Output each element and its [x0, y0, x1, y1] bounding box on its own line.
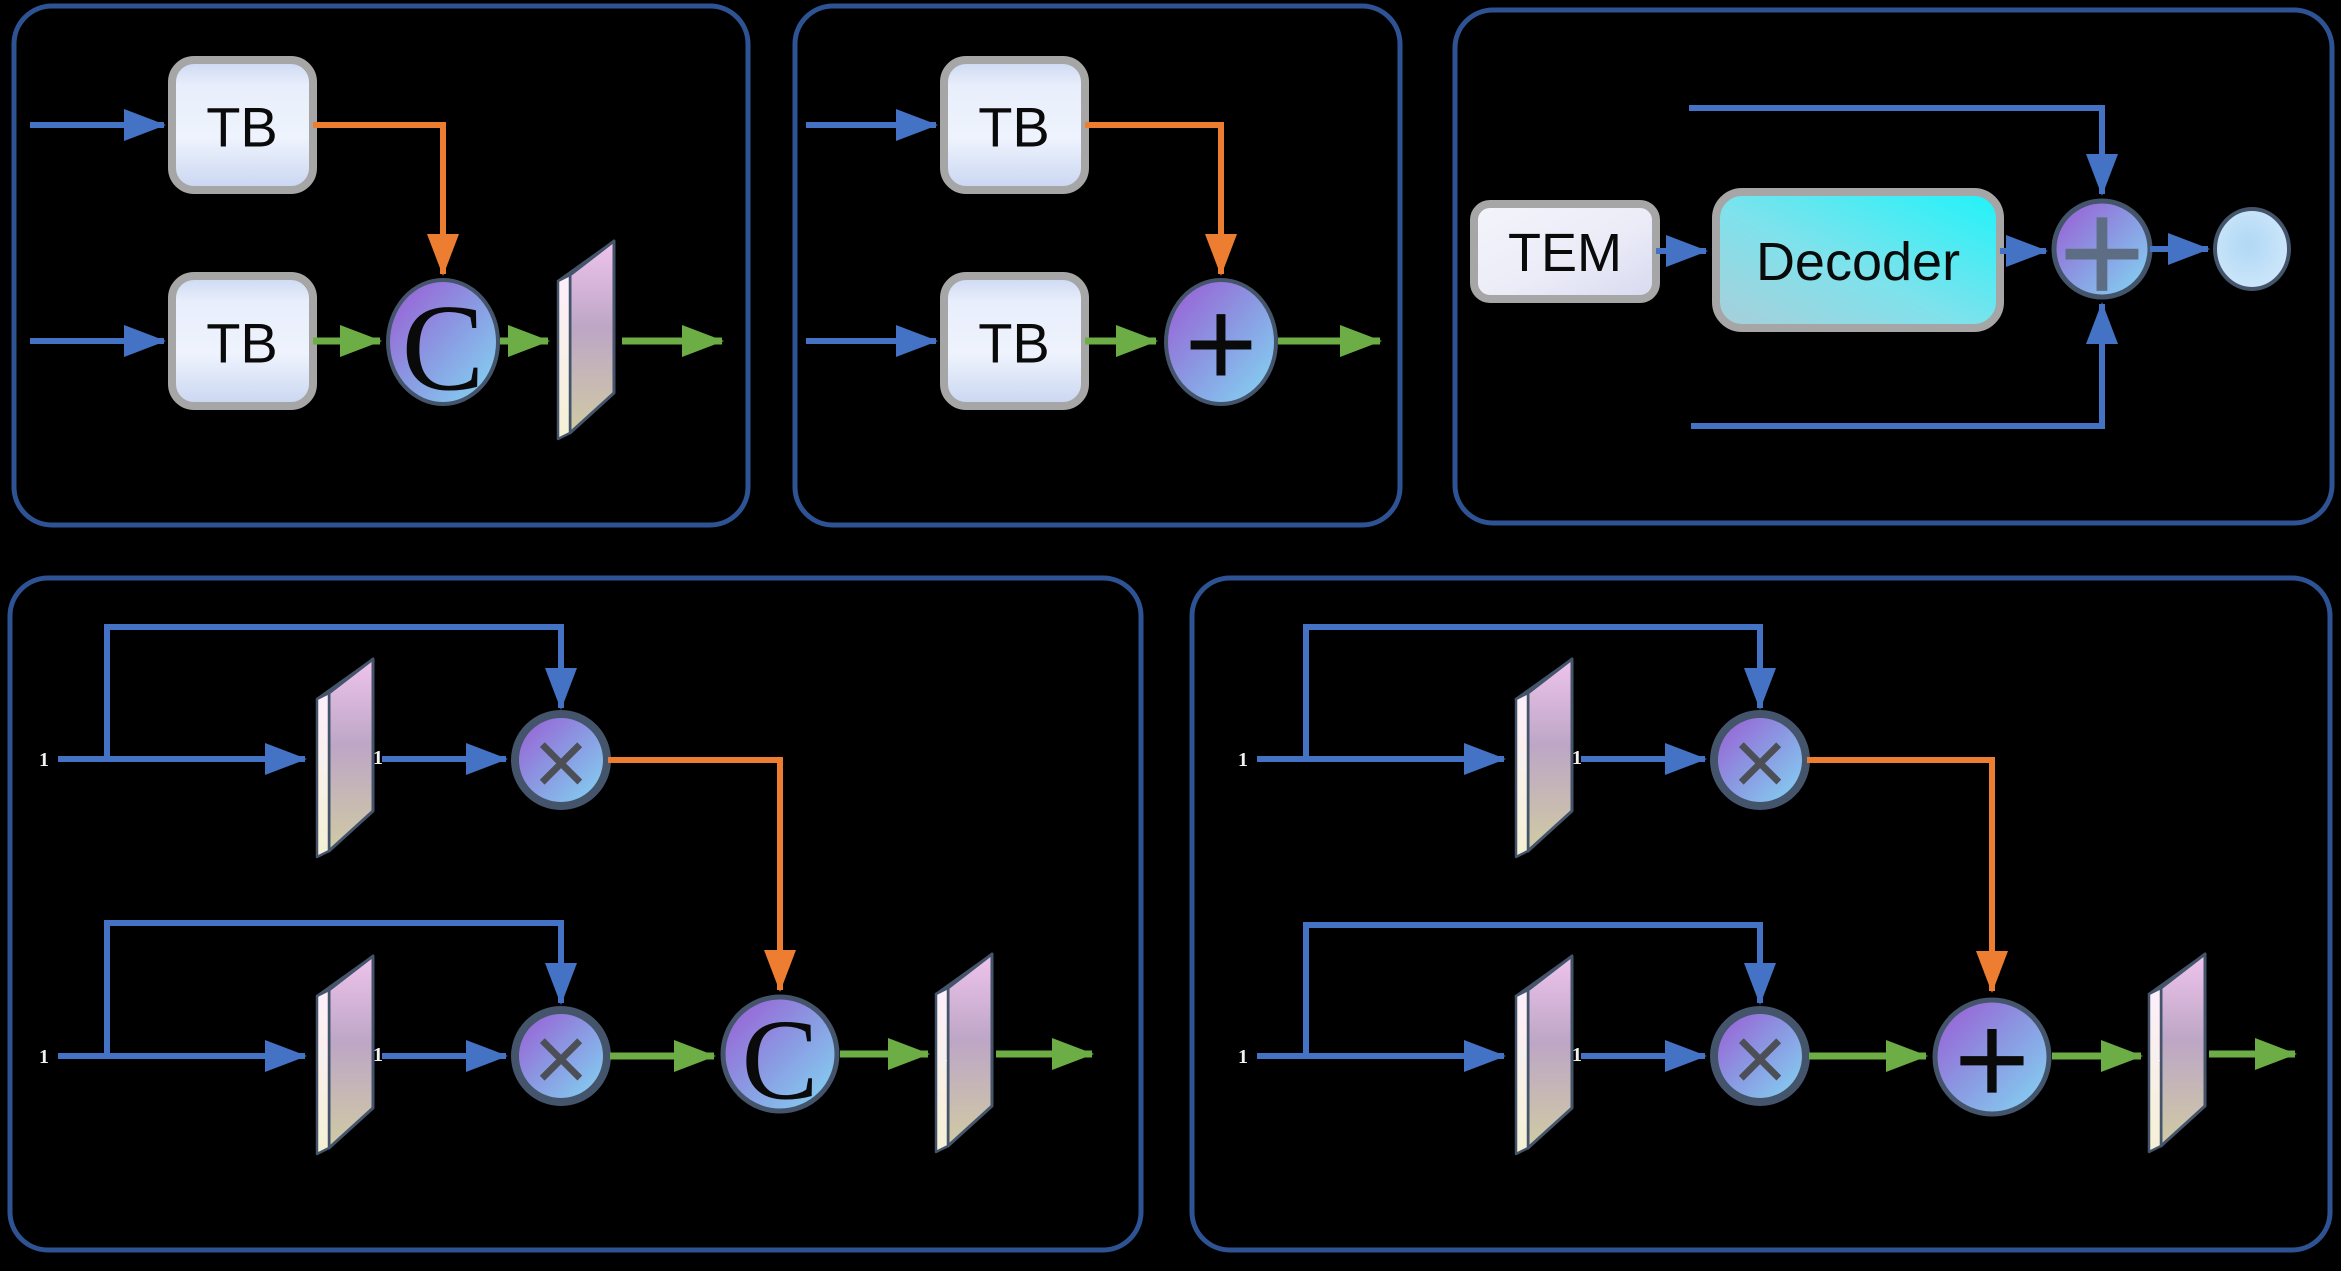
- port-label: 1: [373, 747, 383, 769]
- multiply-node: [1710, 1006, 1810, 1106]
- skip-arrow-orange: [1085, 122, 1237, 276]
- add-node: [1932, 997, 2052, 1117]
- tb-label: TB: [206, 96, 278, 159]
- panel-border: [11, 3, 751, 528]
- panel-decoder-head: TEM Decoder +: [1452, 7, 2335, 526]
- skip-rail-top: [104, 624, 577, 759]
- skip-rail-top: [1303, 624, 1776, 759]
- port-label: 1: [1517, 749, 1527, 771]
- tb-label: TB: [206, 312, 278, 375]
- skip-rail-top: [1689, 105, 2118, 196]
- decoder-box: [1712, 188, 2004, 332]
- add-op: +: [1954, 986, 2030, 1132]
- skip-arrow-orange: [1807, 757, 2008, 993]
- skip-rail-bottom: [104, 920, 577, 1056]
- port-label: 1: [39, 749, 49, 771]
- concat-op: C: [742, 997, 819, 1124]
- multiply-node: [511, 710, 611, 810]
- panel-tb-add: TB TB +: [792, 3, 1403, 528]
- concat-node: [720, 994, 840, 1114]
- multiply-op: ×: [533, 1006, 588, 1112]
- skip-rail-bottom: [1303, 922, 1776, 1056]
- port-label: 1: [1238, 749, 1248, 771]
- panel-border: [792, 3, 1403, 528]
- panel-border: [7, 575, 1144, 1253]
- add-node: [1164, 278, 1278, 406]
- panel-gated-concat: 1 1 1 × 1 1 1 × C 1: [7, 575, 1144, 1253]
- decoder-label: Decoder: [1756, 232, 1960, 292]
- tem-label: TEM: [1508, 223, 1622, 283]
- multiply-op: ×: [533, 710, 588, 816]
- port-label: 1: [318, 749, 328, 771]
- feature-plane: [556, 239, 616, 441]
- concat-node: [386, 278, 500, 406]
- panel-gated-add: 1 1 1 × 1 1 1 × + 1: [1189, 575, 2333, 1253]
- port-label: 1: [1238, 1046, 1248, 1068]
- skip-arrow-orange: [608, 757, 796, 992]
- multiply-node: [1710, 710, 1810, 810]
- add-op: +: [2058, 168, 2146, 336]
- concat-op: C: [402, 280, 485, 417]
- panel-border: [1452, 7, 2335, 526]
- output-node: [2213, 207, 2291, 291]
- panel-border: [1189, 575, 2333, 1253]
- port-label: 1: [1517, 1046, 1527, 1068]
- port-label: 1: [373, 1044, 383, 1066]
- skip-arrow-orange: [313, 122, 459, 276]
- port-label: 1: [1572, 747, 1582, 769]
- multiply-op: ×: [1732, 710, 1787, 816]
- tb-label: TB: [978, 312, 1050, 375]
- add-op: +: [1185, 275, 1258, 414]
- port-label: 1: [938, 1044, 948, 1066]
- tb-label: TB: [978, 96, 1050, 159]
- multiply-op: ×: [1732, 1006, 1787, 1112]
- skip-rail-bottom: [1691, 302, 2118, 429]
- panel-tb-concat: TB TB C: [11, 3, 751, 528]
- port-label: 1: [1572, 1044, 1582, 1066]
- port-label: 1: [2151, 1044, 2161, 1066]
- port-label: 1: [39, 1046, 49, 1068]
- port-label: 1: [318, 1046, 328, 1068]
- multiply-node: [511, 1006, 611, 1106]
